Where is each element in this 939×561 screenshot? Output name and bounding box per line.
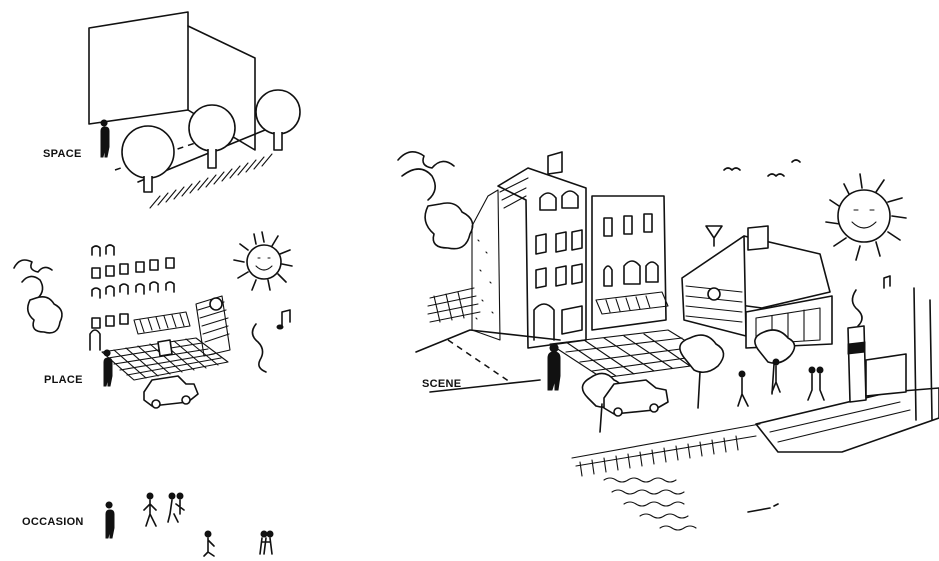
occasion-people [106,493,273,556]
space-person [101,120,109,157]
place-sun [234,232,292,290]
scene-windswirl [398,152,473,249]
scene-birds [724,160,800,176]
space-walls [89,12,270,182]
place-smoke [252,324,266,372]
place-sketch [14,232,292,408]
place-music-note [282,310,290,326]
scene-house [682,226,832,348]
space-trees [122,90,300,192]
place-person [104,350,112,386]
place-buildings [90,245,230,356]
space-sketch [89,12,300,208]
scene-tall-building [472,152,586,348]
scene-sketch [398,152,939,530]
place-windswirl [14,260,62,333]
place-plaza-paving [102,338,228,380]
scene-sun [826,174,906,260]
scene-water [572,424,778,530]
